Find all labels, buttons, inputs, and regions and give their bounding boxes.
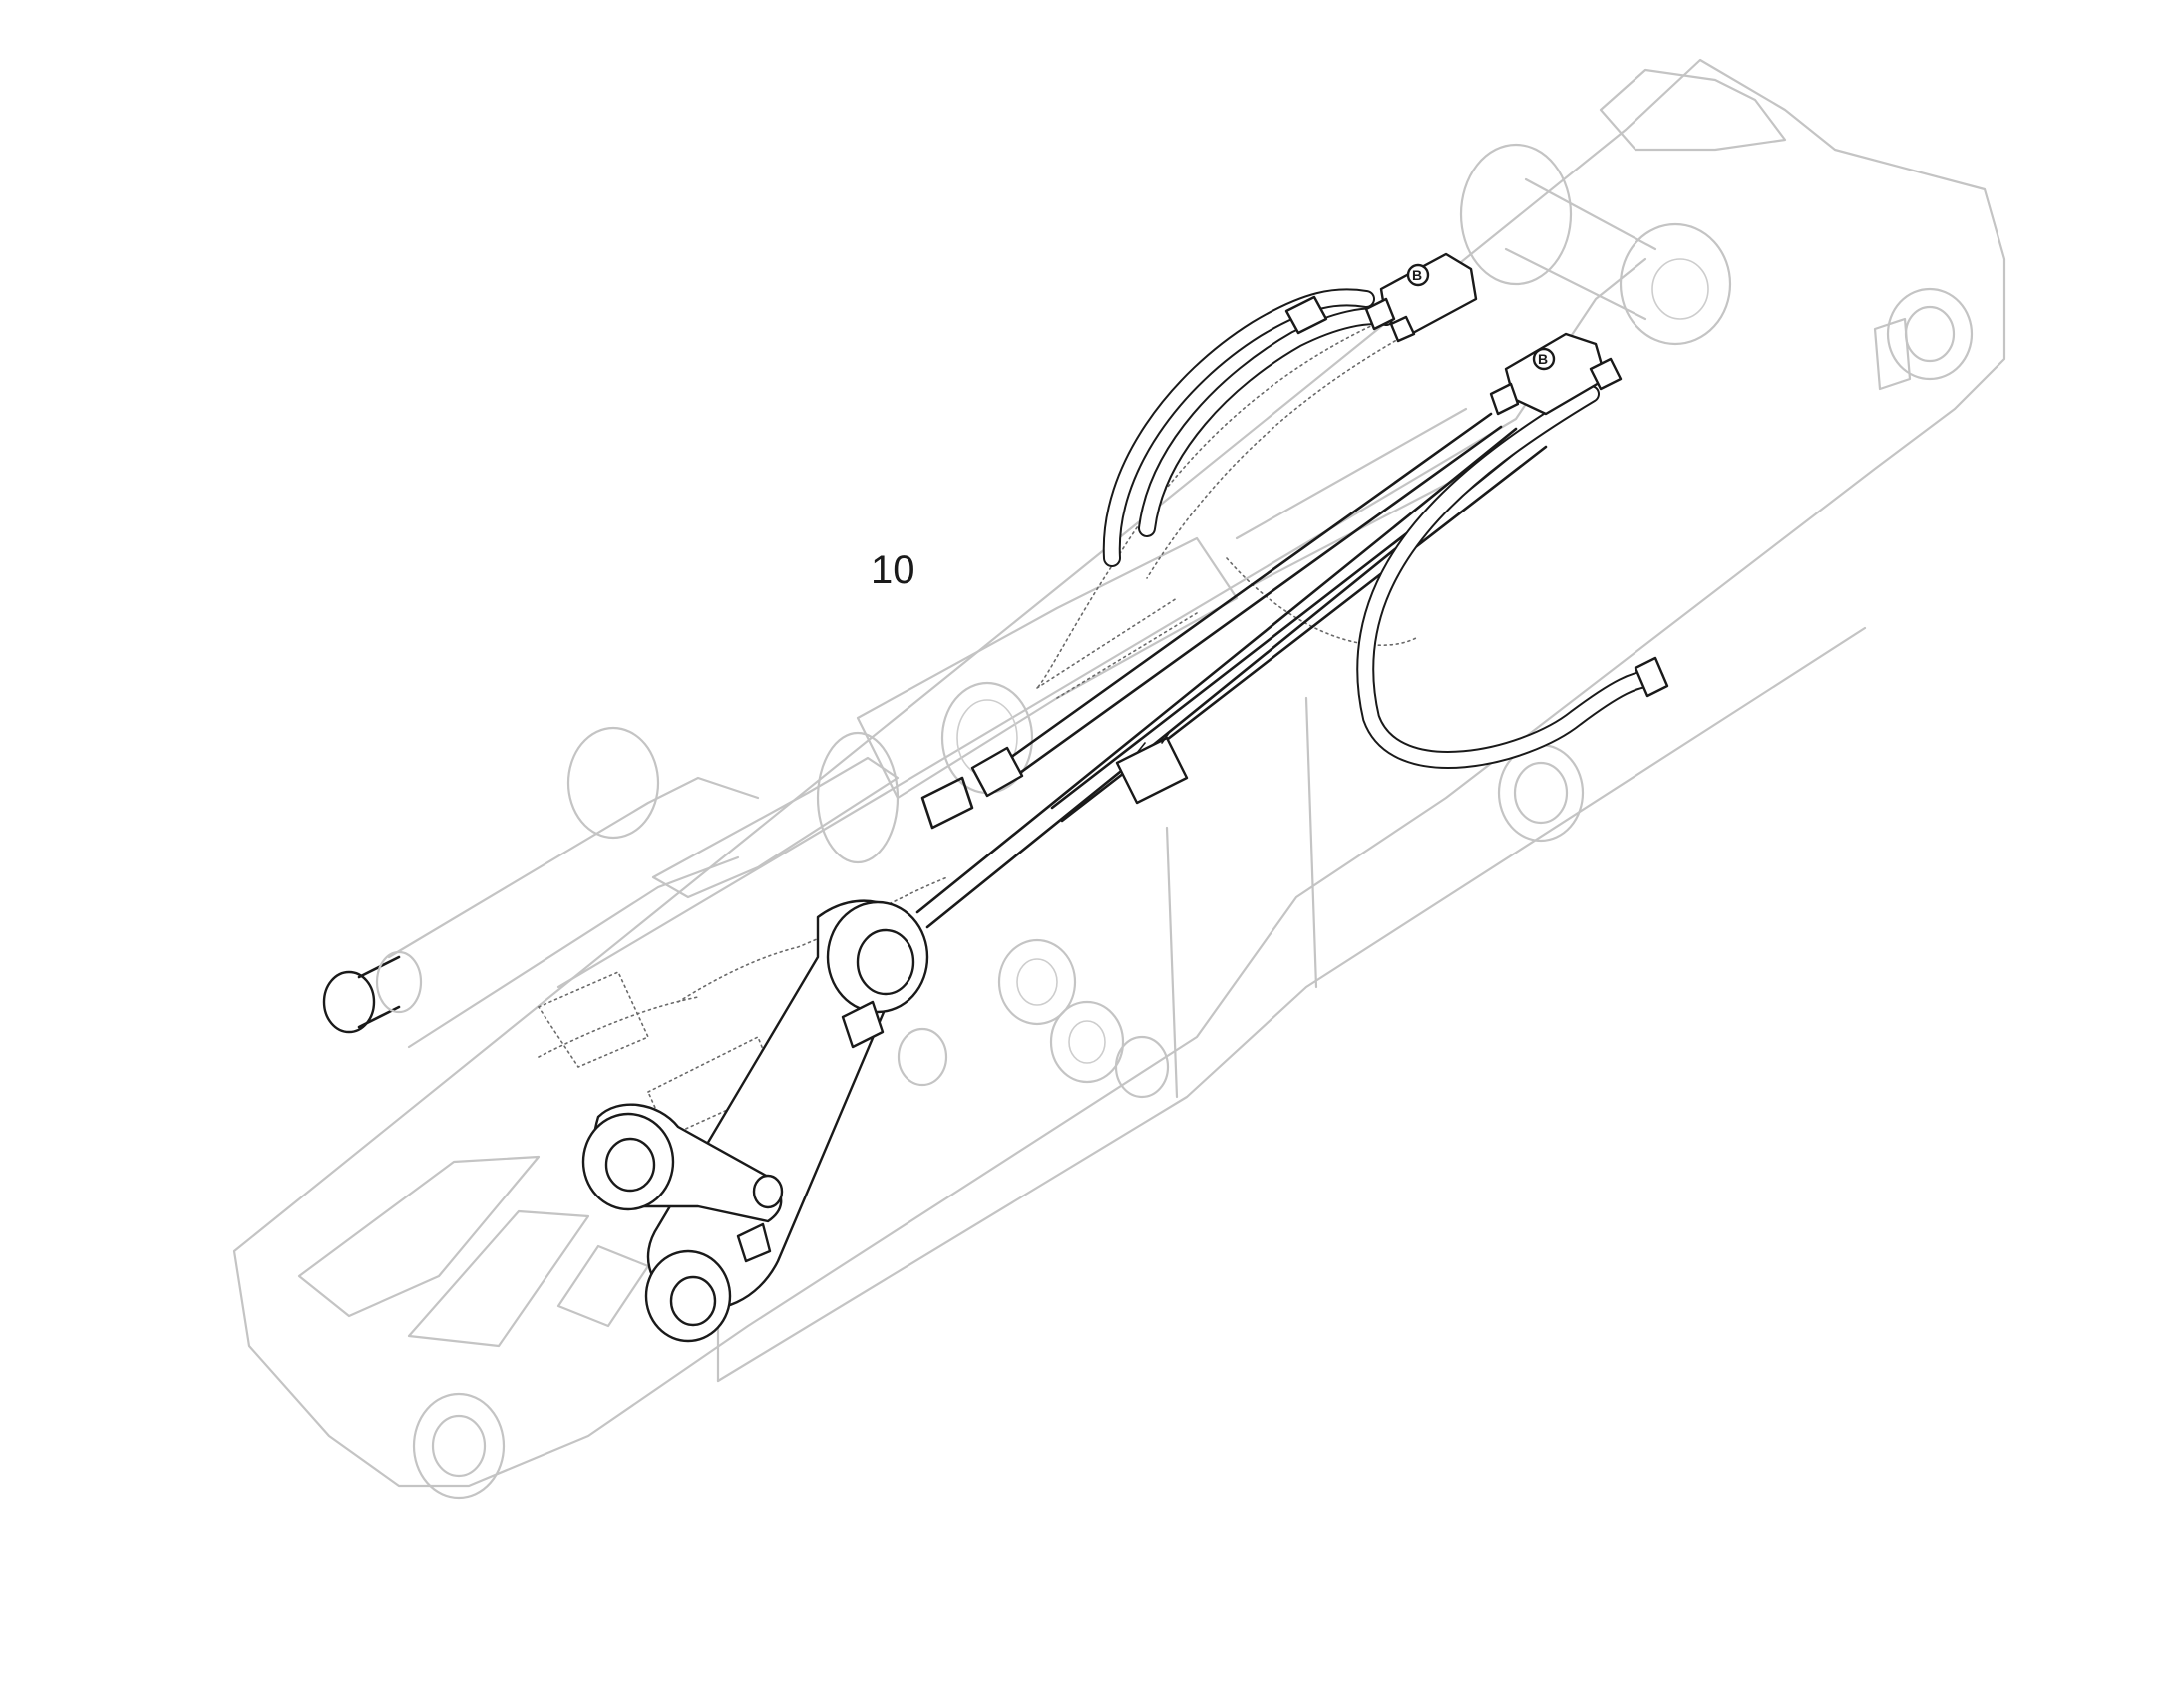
lattice-2 (407, 1209, 590, 1348)
hose-upper-arc-2-outline (1138, 307, 1395, 537)
frame-lower-rail (407, 855, 740, 1049)
side-pin-hole (1513, 761, 1569, 825)
link-arm-short-hole (604, 1137, 656, 1193)
hidden-hose-4 (677, 876, 948, 1003)
hidden-cylinder-lower (1036, 597, 1198, 699)
pipe-diagonal-b-top (915, 427, 1518, 914)
boom-structure-ghost (232, 58, 2006, 1500)
side-boss-4 (897, 1027, 948, 1087)
fitting-nut-upper-2 (1389, 315, 1416, 343)
cylinder-gland (816, 731, 900, 864)
frame-upper-rail (387, 776, 760, 959)
left-pin-cap (322, 970, 376, 1034)
trunnion-left (566, 726, 660, 840)
side-boss-1-inner (1016, 958, 1058, 1006)
boom-lower-edge (716, 626, 1867, 1383)
pipe-diagonal-a-top (980, 412, 1493, 780)
side-boss-1 (997, 938, 1077, 1026)
fitting-nut-lower-2 (1489, 382, 1520, 416)
hidden-hose-2 (1146, 328, 1417, 579)
linkage (581, 899, 929, 1343)
fitting-blocks: B B (1364, 252, 1623, 416)
fitting-marker-upper-label: B (1412, 267, 1422, 283)
fitting-marker-lower-label: B (1538, 351, 1548, 367)
callout-label-10: 10 (871, 548, 915, 592)
foot-pin-boss (412, 1392, 506, 1500)
head-cylinder-end (1459, 143, 1573, 286)
hose-upper-arc-2-fill (1140, 309, 1393, 535)
link-clip-2 (736, 1222, 772, 1263)
head-pin-hole (1904, 305, 1956, 363)
hose-return-fill (1358, 387, 1662, 767)
link-clip-1 (841, 1000, 885, 1049)
fitting-marker-upper-circle (1406, 263, 1430, 287)
cylinder-port-block (920, 776, 974, 830)
pipe-diagonal-a-bottom (990, 425, 1503, 795)
hose-upper-arc-fill (1104, 290, 1373, 565)
hidden-lines (537, 318, 1417, 1139)
side-boss-2-inner (1068, 1020, 1106, 1064)
head-cylinder-collar-inner (1651, 258, 1709, 320)
hidden-hose-5 (538, 996, 699, 1058)
hydraulic-hoses (915, 288, 1669, 929)
head-rod (1504, 177, 1657, 321)
fitting-marker-lower-circle (1532, 347, 1556, 371)
head-bracket (1873, 317, 1912, 391)
fitting-nut-upper-1 (1364, 297, 1396, 331)
left-pin-assembly (322, 950, 423, 1034)
ferrule-clamp (1115, 736, 1189, 805)
boom-plate-divider-3 (1304, 696, 1318, 989)
head-frame (1599, 68, 1787, 152)
boom-outer-outline (232, 58, 2006, 1488)
hidden-hose-1 (1036, 318, 1387, 689)
hidden-manifold (537, 970, 650, 1068)
lattice-1 (297, 1155, 541, 1318)
lattice-3 (556, 1244, 650, 1328)
side-boss-3 (1114, 1035, 1170, 1099)
boom-top-edge (556, 257, 1647, 989)
clamp-bolt (1136, 732, 1170, 754)
boom-plate-divider-2 (1165, 826, 1179, 1099)
hose-return-end-fitting (1634, 656, 1669, 698)
side-boss-2 (1049, 1000, 1125, 1084)
fitting-nut-lower-1 (1589, 357, 1623, 391)
cylinder-body-ghost (651, 756, 900, 899)
hidden-hose-3 (1226, 557, 1417, 646)
link-arm-long-bottom-hole (669, 1275, 717, 1327)
foot-pin-hole (431, 1414, 487, 1478)
head-pin-boss (1886, 287, 1974, 381)
link-arm-long-top-hole (856, 928, 915, 996)
head-cylinder-collar (1619, 222, 1732, 346)
ferrule-upper-1 (1284, 295, 1328, 335)
left-pin-collar (375, 950, 423, 1014)
link-pin (752, 1174, 784, 1209)
side-pin-boss (1497, 743, 1585, 843)
ferrule-pipe-left (970, 746, 1024, 798)
